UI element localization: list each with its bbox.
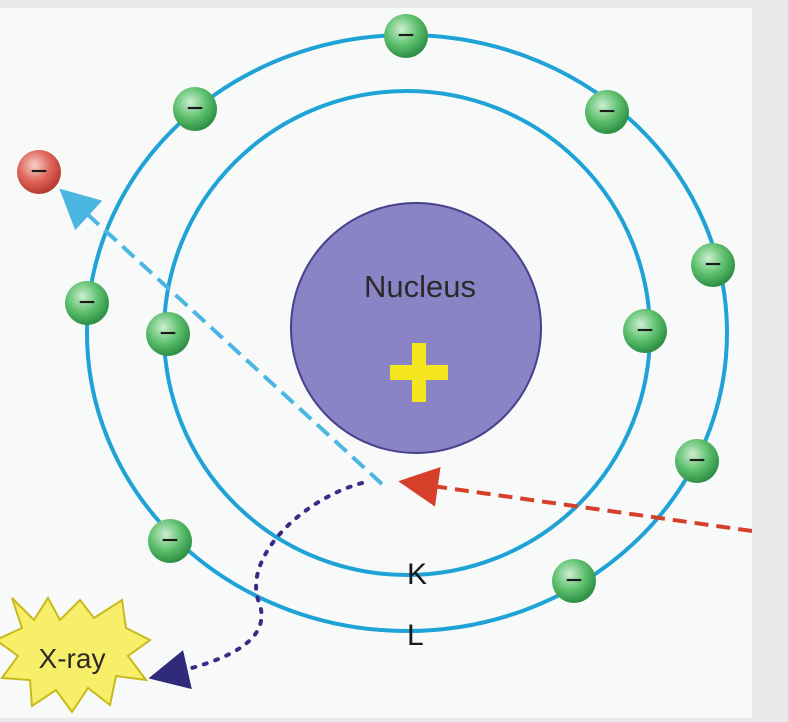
svg-text:−: −	[636, 314, 654, 347]
svg-text:−: −	[78, 286, 96, 319]
plus-icon	[390, 343, 448, 402]
nucleus-label: Nucleus	[364, 269, 476, 304]
nucleus	[290, 202, 542, 454]
shell-label-k: K	[407, 558, 427, 591]
ejection-arrow	[59, 188, 384, 486]
svg-text:−: −	[397, 19, 415, 52]
electron-k-1: −	[146, 312, 190, 356]
electron-l-3: −	[585, 90, 629, 134]
electron-l-1: −	[384, 14, 428, 58]
xray-label: X-ray	[39, 643, 106, 674]
shell-label-l: L	[407, 619, 424, 652]
svg-text:−: −	[30, 155, 48, 188]
electron-l-8: −	[552, 559, 596, 603]
incoming-arrow	[398, 466, 753, 533]
xray-burst: X-ray	[0, 596, 152, 714]
electron-l-5: −	[65, 281, 109, 325]
svg-text:−: −	[704, 248, 722, 281]
svg-text:−: −	[161, 524, 179, 557]
electron-l-4: −	[691, 243, 735, 287]
xray-path	[148, 481, 364, 690]
svg-text:−: −	[598, 95, 616, 128]
electron-k-2: −	[623, 309, 667, 353]
electron-l-7: −	[148, 519, 192, 563]
electron-l-2: −	[173, 87, 217, 131]
svg-text:−: −	[688, 444, 706, 477]
svg-text:−: −	[159, 317, 177, 350]
svg-text:−: −	[186, 92, 204, 125]
ejected-electron: −	[17, 150, 61, 194]
electron-l-6: −	[675, 439, 719, 483]
svg-text:−: −	[565, 564, 583, 597]
